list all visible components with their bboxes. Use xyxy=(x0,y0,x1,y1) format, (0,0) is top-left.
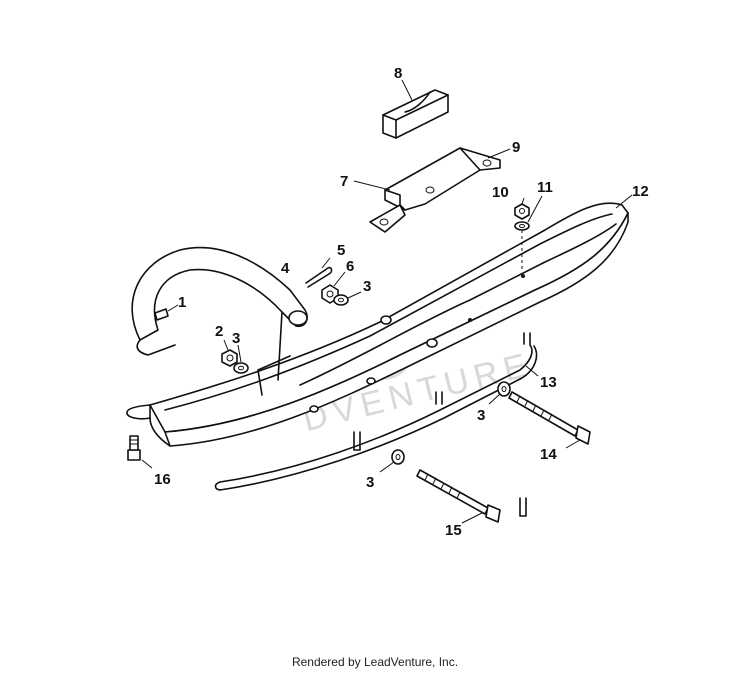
label-part-2: 2 xyxy=(215,323,223,340)
label-part-15: 15 xyxy=(445,522,462,539)
washer-lower xyxy=(379,449,405,473)
label-part-9: 9 xyxy=(512,139,520,156)
cotter-pin xyxy=(305,257,333,288)
render-credit: Rendered by LeadVenture, Inc. xyxy=(291,655,459,669)
label-part-7: 7 xyxy=(340,173,348,190)
label-part-1: 1 xyxy=(178,294,186,311)
label-part-3-right: 3 xyxy=(477,407,485,424)
ski-body xyxy=(126,202,629,517)
label-part-14: 14 xyxy=(540,446,557,463)
handle-clip xyxy=(154,304,179,321)
label-part-11: 11 xyxy=(537,179,553,196)
label-part-10: 10 xyxy=(492,184,509,201)
label-part-16: 16 xyxy=(154,471,171,488)
label-part-5: 5 xyxy=(337,242,345,259)
saddle-bracket xyxy=(353,147,511,233)
washer-upper xyxy=(333,291,362,306)
front-bolt xyxy=(127,435,153,469)
wearbar-leader xyxy=(525,365,539,377)
damper-block xyxy=(382,79,449,139)
label-part-12: 12 xyxy=(632,183,649,200)
label-part-13: 13 xyxy=(540,374,557,391)
part-labels: 1 2 3 4 5 6 3 7 8 9 10 11 12 13 3 14 3 1… xyxy=(154,65,649,539)
label-part-3-front: 3 xyxy=(232,330,240,347)
ski-leader xyxy=(615,194,633,209)
label-part-3-lower: 3 xyxy=(366,474,374,491)
ski-handle-loop xyxy=(131,246,308,396)
washer-right xyxy=(488,381,511,405)
label-part-3-upper: 3 xyxy=(363,278,371,295)
label-part-4: 4 xyxy=(281,260,290,277)
rear-nut-washer xyxy=(514,195,543,270)
long-bolt-lower xyxy=(416,469,501,524)
front-nut-washer xyxy=(221,339,249,374)
label-part-8: 8 xyxy=(394,65,402,82)
long-bolt-upper xyxy=(508,391,591,449)
label-part-6: 6 xyxy=(346,258,354,275)
